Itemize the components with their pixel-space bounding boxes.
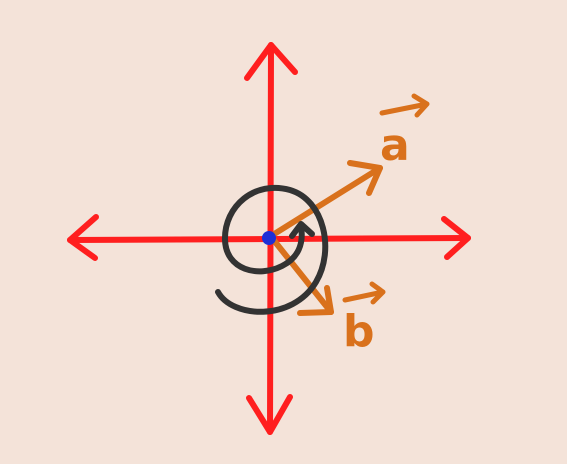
vector-b-label: b <box>343 306 375 357</box>
vector-b-overarrow <box>342 281 386 305</box>
x-axis-right-arrowhead <box>441 216 471 260</box>
spiral-arrowhead <box>289 221 315 239</box>
vector-a-arrowhead <box>347 160 383 196</box>
vector-a-overarrow <box>379 93 430 118</box>
origin-dot-icon <box>262 231 276 245</box>
spiral-curve <box>215 184 329 315</box>
x-axis-left-arrowhead <box>67 214 99 261</box>
vector-a-label: a <box>380 120 410 171</box>
vector-b-shaft <box>269 235 334 315</box>
y-axis-top-arrowhead <box>244 42 298 81</box>
vector-b-arrowhead <box>297 285 334 316</box>
spiral-rotation-arrow-icon <box>215 184 329 315</box>
y-axis-bottom-arrowhead <box>246 394 293 435</box>
vectors <box>268 93 430 316</box>
vector-a-shaft <box>268 165 383 239</box>
